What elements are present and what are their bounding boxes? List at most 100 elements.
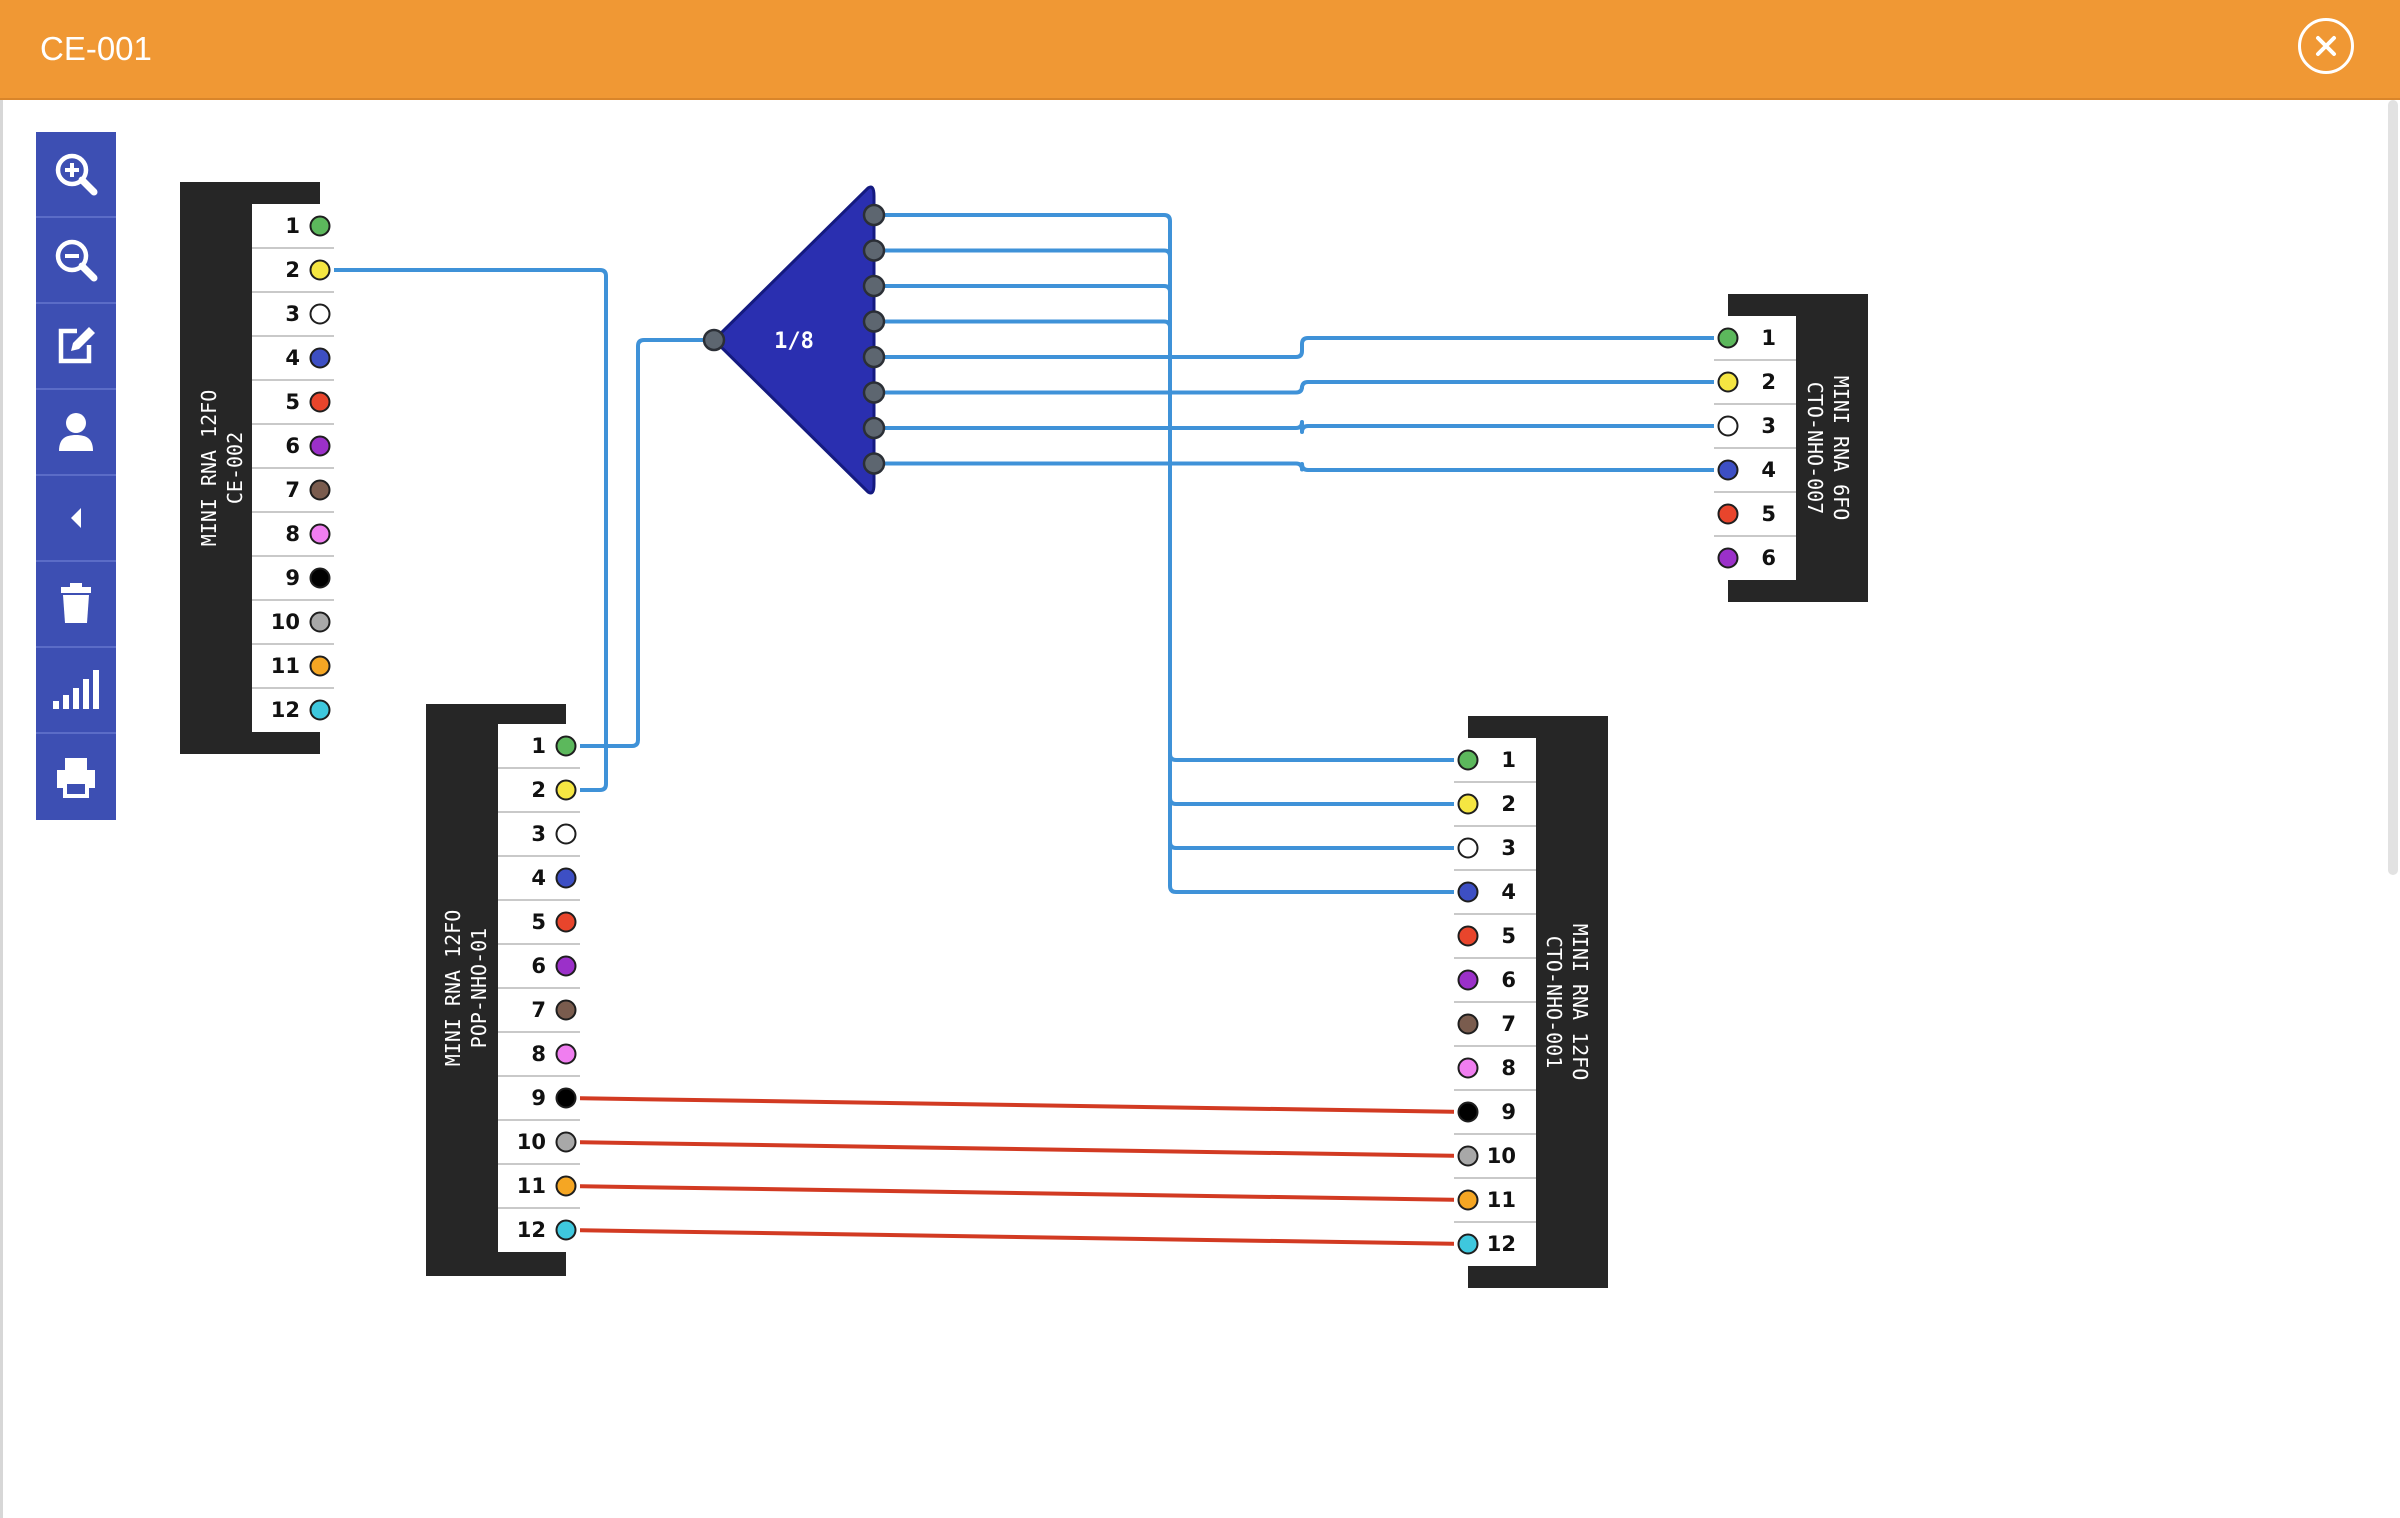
fiber-port[interactable]	[1457, 1013, 1479, 1035]
back-button[interactable]	[36, 476, 116, 562]
zoom-in-button[interactable]	[36, 132, 116, 218]
fiber-port[interactable]	[1457, 1057, 1479, 1079]
fiber-port[interactable]	[309, 611, 331, 633]
close-button[interactable]	[2298, 18, 2354, 74]
fiber-port[interactable]	[309, 655, 331, 677]
signal-button[interactable]	[36, 648, 116, 734]
fiber-port[interactable]	[555, 779, 577, 801]
port-number: 12	[1487, 1232, 1516, 1256]
fiber-port[interactable]	[555, 1175, 577, 1197]
fiber-port[interactable]	[1457, 969, 1479, 991]
link-splitter-cto007-2	[874, 380, 1728, 395]
diagram-toolbar	[36, 132, 116, 820]
delete-button[interactable]	[36, 562, 116, 648]
link-splitter-cto001-4	[874, 319, 1468, 894]
fiber-port[interactable]	[555, 999, 577, 1021]
splitter[interactable]: 1/8	[702, 185, 886, 495]
port-number: 1	[285, 214, 300, 238]
fiber-port[interactable]	[309, 699, 331, 721]
port-number: 8	[531, 1042, 546, 1066]
fiber-port[interactable]	[555, 1219, 577, 1241]
fiber-port[interactable]	[1457, 1233, 1479, 1255]
fiber-port[interactable]	[1457, 1101, 1479, 1123]
fiber-port[interactable]	[309, 523, 331, 545]
port-number: 9	[531, 1086, 546, 1110]
link-ce002-2-pop-2	[320, 268, 608, 792]
fiber-port[interactable]	[1717, 547, 1739, 569]
port-number: 12	[271, 698, 300, 722]
fiber-port[interactable]	[1457, 1189, 1479, 1211]
edit-button[interactable]	[36, 304, 116, 390]
link-splitter-cto007-4	[874, 461, 1728, 472]
link-pop-cto001-9	[565, 1096, 1469, 1114]
port-number: 7	[1501, 1012, 1516, 1036]
zoom-out-button[interactable]	[36, 218, 116, 304]
print-button[interactable]	[36, 734, 116, 820]
fiber-port[interactable]	[1717, 415, 1739, 437]
user-button[interactable]	[36, 390, 116, 476]
port-number: 11	[517, 1174, 546, 1198]
fiber-port[interactable]	[309, 567, 331, 589]
port-number: 5	[1761, 502, 1776, 526]
link-splitter-cto007-3	[874, 420, 1728, 434]
fiber-port[interactable]	[555, 911, 577, 933]
port-number: 11	[271, 654, 300, 678]
fiber-port[interactable]	[555, 735, 577, 757]
port-number: 7	[285, 478, 300, 502]
splitter-output-port[interactable]	[862, 381, 886, 404]
fiber-port[interactable]	[1457, 749, 1479, 771]
port-number: 6	[1501, 968, 1516, 992]
port-number: 8	[285, 522, 300, 546]
splitter-output-port[interactable]	[862, 452, 886, 475]
link-pop-1-splitter	[566, 338, 714, 748]
fiber-port[interactable]	[309, 215, 331, 237]
fiber-port[interactable]	[555, 867, 577, 889]
fiber-port[interactable]	[309, 391, 331, 413]
port-number: 10	[271, 610, 300, 634]
box-name: CTO-NHO-007	[1803, 382, 1827, 514]
fiber-port[interactable]	[309, 347, 331, 369]
port-number: 6	[1761, 546, 1776, 570]
fiber-port[interactable]	[309, 259, 331, 281]
fiber-port[interactable]	[555, 823, 577, 845]
port-number: 9	[1501, 1100, 1516, 1124]
fiber-port[interactable]	[309, 479, 331, 501]
fiber-port[interactable]	[1717, 503, 1739, 525]
splitter-input-port[interactable]	[702, 328, 726, 352]
box-model: MINI RNA 12FO	[197, 390, 221, 547]
splitter-output-port[interactable]	[862, 416, 886, 440]
port-number: 9	[285, 566, 300, 590]
close-icon	[2316, 36, 2336, 56]
fiber-port[interactable]	[1457, 925, 1479, 947]
fiber-port[interactable]	[555, 1131, 577, 1153]
fiber-port[interactable]	[309, 303, 331, 325]
vertical-scrollbar[interactable]	[2388, 100, 2398, 875]
fiber-port[interactable]	[1457, 1145, 1479, 1167]
fiber-port[interactable]	[1457, 793, 1479, 815]
fiber-port[interactable]	[555, 1043, 577, 1065]
fiber-port[interactable]	[555, 1087, 577, 1109]
fiber-port[interactable]	[1457, 881, 1479, 903]
print-icon	[57, 758, 95, 798]
fiber-port[interactable]	[1457, 837, 1479, 859]
splitter-output-port[interactable]	[862, 239, 886, 262]
splitter-output-port[interactable]	[862, 310, 886, 333]
fiber-port[interactable]	[1717, 371, 1739, 393]
port-number: 5	[531, 910, 546, 934]
splitter-output-port[interactable]	[862, 274, 886, 298]
splitter-output-port[interactable]	[862, 203, 886, 227]
port-number: 3	[285, 302, 300, 326]
port-number: 10	[1487, 1144, 1516, 1168]
port-number: 3	[1501, 836, 1516, 860]
fiber-port[interactable]	[1717, 327, 1739, 349]
fiber-port[interactable]	[555, 955, 577, 977]
splitter-output-port[interactable]	[862, 345, 886, 369]
box-model: MINI RNA 6FO	[1829, 376, 1853, 521]
fiber-port[interactable]	[1717, 459, 1739, 481]
fiber-port[interactable]	[309, 435, 331, 457]
